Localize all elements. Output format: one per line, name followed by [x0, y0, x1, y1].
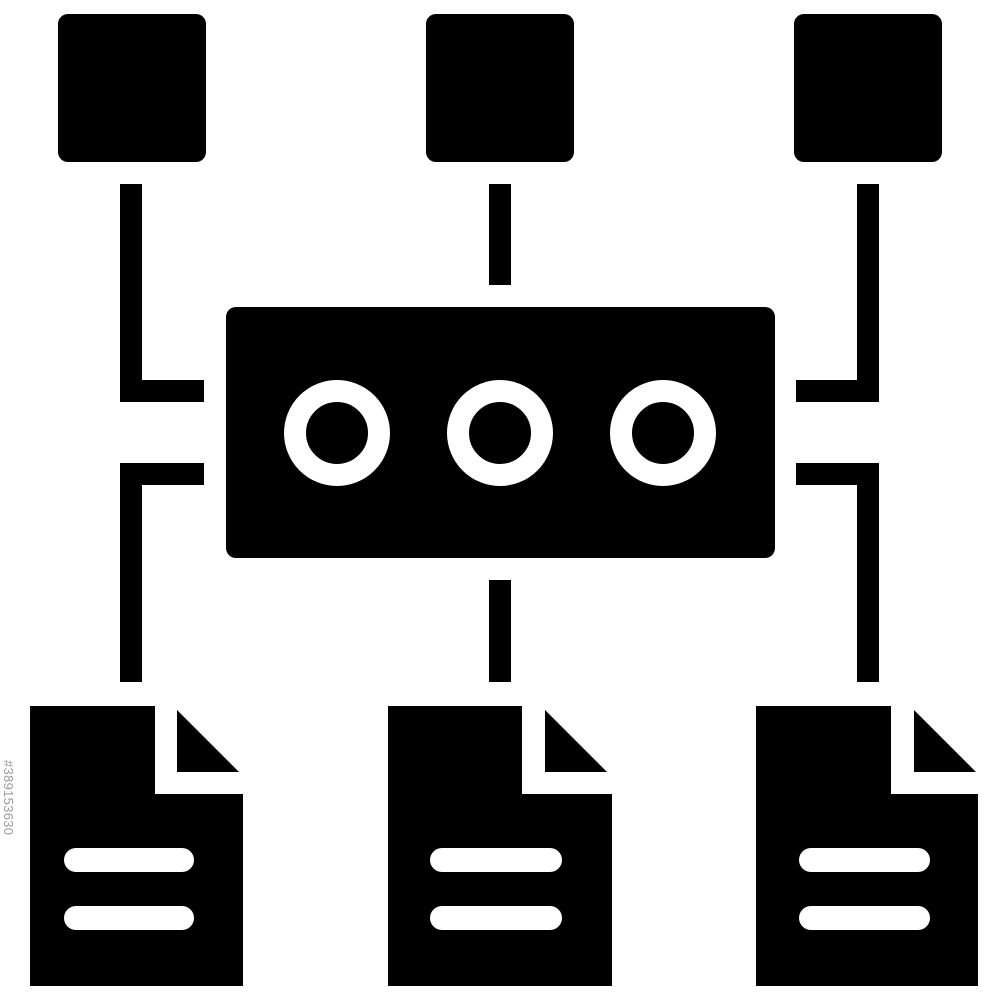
top-nodes — [58, 14, 942, 162]
document-fold-corner — [914, 710, 976, 772]
documents — [30, 706, 978, 986]
connector-top-left — [120, 184, 204, 402]
stock-id-label: #389153630 — [2, 760, 24, 900]
top-node-center — [426, 14, 574, 162]
document-fold-corner — [545, 710, 607, 772]
connector-top-right — [796, 184, 879, 402]
central-hub — [226, 307, 775, 558]
connector-lines — [120, 184, 879, 682]
stock-id-text: #389153630 — [2, 760, 16, 836]
top-node-left — [58, 14, 206, 162]
connector-bottom-left — [120, 463, 204, 682]
document-icon-center — [388, 706, 612, 986]
document-icon-right — [756, 706, 978, 986]
hub-indicator-1 — [284, 380, 390, 486]
document-icon-left — [30, 706, 243, 986]
top-node-right — [794, 14, 942, 162]
hub-indicators — [284, 380, 716, 486]
connector-bottom-right — [796, 463, 879, 682]
hub-indicator-2 — [447, 380, 553, 486]
hub-indicator-3 — [610, 380, 716, 486]
document-fold-corner — [177, 710, 239, 772]
